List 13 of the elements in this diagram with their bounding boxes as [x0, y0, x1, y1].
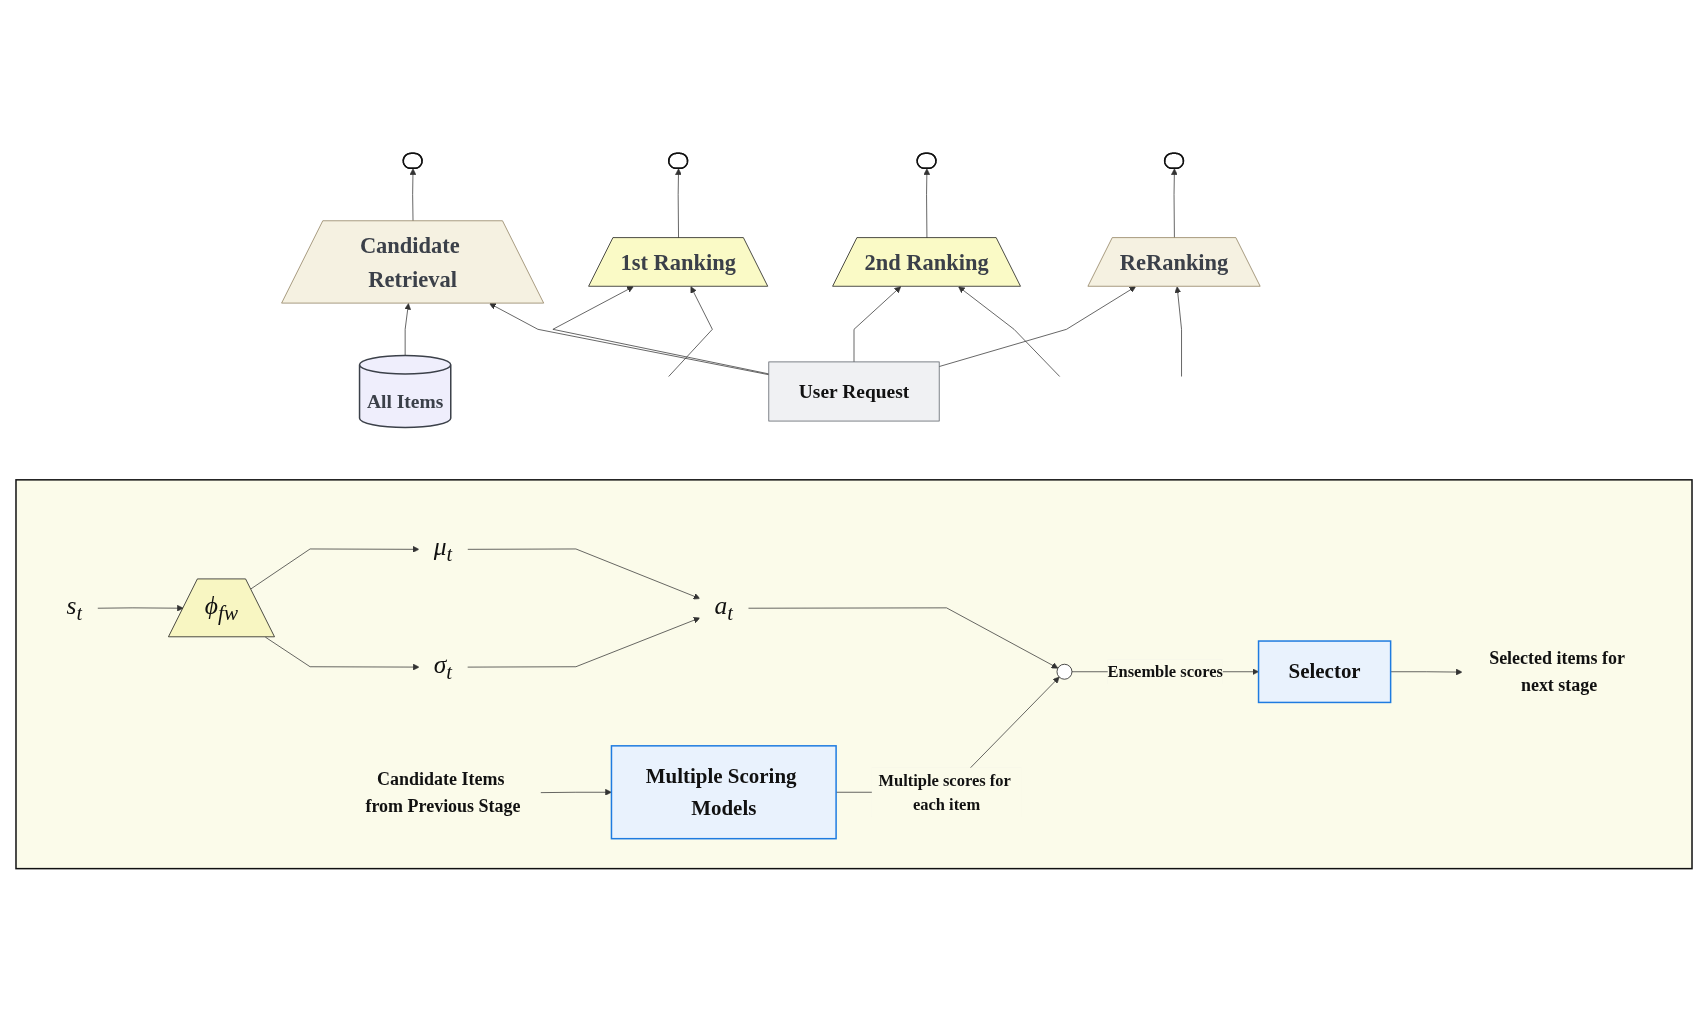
node-text: Selected items for next stage [1489, 648, 1625, 695]
node-text: μ$_{t}$ [433, 532, 453, 566]
node-box [1257, 640, 1392, 704]
node-text: Candidate Items from Previous Stage [365, 769, 521, 816]
node-text: s$_{t}$ [66, 591, 83, 625]
cluster [15, 479, 1693, 870]
node-box [768, 361, 940, 422]
node-box [610, 745, 837, 840]
node-text: a$_{t}$ [714, 591, 734, 625]
edge-label: Multiple scores for each item [878, 770, 1011, 814]
node-circle [1056, 663, 1073, 680]
node-text: σ$_{t}$ [433, 650, 453, 684]
edge-label: Ensemble scores [1107, 662, 1223, 682]
